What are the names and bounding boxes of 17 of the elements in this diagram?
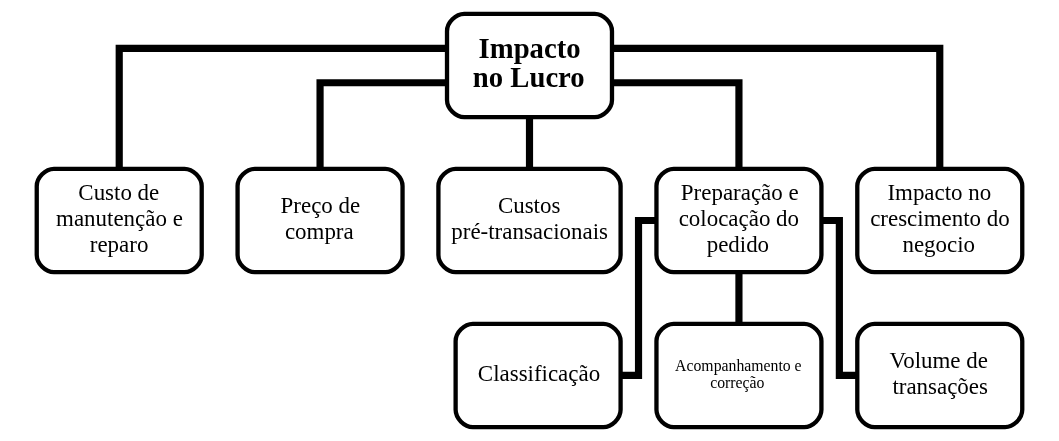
- node-box: Custos pré-transacionais: [436, 166, 623, 275]
- connector: [621, 216, 656, 379]
- connector: [612, 79, 743, 169]
- node-box: Preço de compra: [235, 166, 405, 275]
- connector: [735, 272, 743, 324]
- node-box: Preparação e colocação do pedido: [654, 166, 824, 275]
- connector: [115, 44, 447, 169]
- connector: [612, 44, 944, 169]
- connector: [316, 79, 447, 169]
- connector: [821, 216, 857, 379]
- node-box: Custo de manutenção e reparo: [34, 166, 204, 275]
- node-box: Acompanhamento e correção: [654, 321, 824, 430]
- connector: [525, 117, 534, 169]
- node-box: Impacto no crescimento do negocio: [855, 166, 1025, 275]
- node-box: Impacto no Lucro: [444, 11, 615, 120]
- node-box: Volume de transações: [855, 321, 1025, 430]
- node-box: Classificação: [453, 321, 623, 430]
